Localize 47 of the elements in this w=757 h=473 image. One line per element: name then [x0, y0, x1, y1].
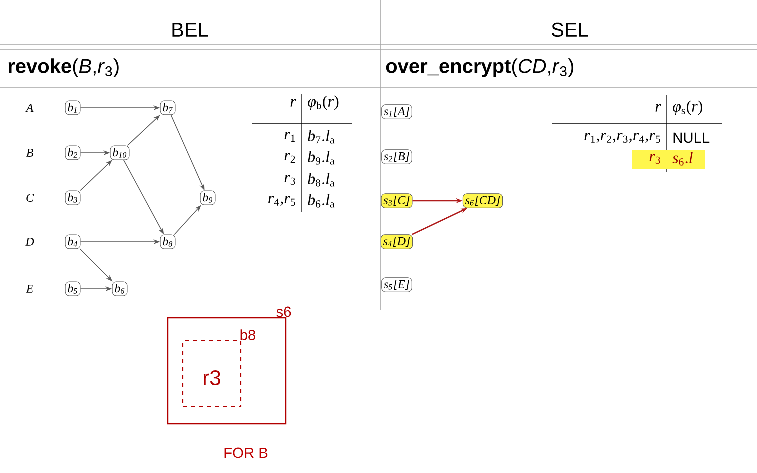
- state-box: b$_{9}$: [200, 190, 216, 206]
- state-box: b$_{4}$: [65, 234, 81, 250]
- state-box: b$_{3}$: [65, 190, 81, 206]
- state-box: b$_{5}$: [65, 282, 81, 296]
- dashed-box: [182, 340, 242, 408]
- state-box: b$_{10}$: [110, 146, 130, 160]
- table-cell: r: [290, 99, 296, 107]
- row-label: C: [26, 194, 34, 202]
- state-box: s$_{5}$[E]: [382, 278, 412, 292]
- table-cell: b$_{6}$.l$_{a}$: [308, 194, 335, 208]
- operation-title: revoke(B,r$_{3}$): [8, 58, 119, 78]
- state-box: b$_{8}$: [160, 234, 176, 250]
- table-cell: r$_{1}$: [284, 132, 296, 142]
- state-box: s$_{3}$[C]: [381, 194, 413, 208]
- table-cell: s$_{6}$.l: [672, 152, 693, 166]
- table-cell: r$_{2}$: [284, 153, 296, 163]
- row-label: D: [26, 238, 34, 246]
- state-box: b$_{1}$: [65, 100, 81, 116]
- row-label: B: [26, 149, 34, 157]
- state-box: s$_{4}$[D]: [380, 234, 414, 250]
- handwritten-label: s6: [276, 306, 292, 318]
- state-box: s$_{2}$[B]: [382, 150, 412, 164]
- row-label: A: [26, 104, 34, 112]
- table-cell: r$_{4}$,r$_{5}$: [268, 196, 296, 206]
- state-box: s$_{6}$[CD]: [462, 194, 504, 208]
- handwritten-label: FOR B: [224, 448, 268, 458]
- table-cell: b$_{9}$.l$_{a}$: [308, 151, 335, 165]
- row-label: E: [26, 285, 34, 293]
- table-cell: r$_{3}$: [650, 154, 660, 164]
- table-cell: r: [656, 104, 662, 112]
- column-heading: BEL: [172, 23, 208, 37]
- handwritten-label: r3: [204, 370, 221, 386]
- hand-drawn-box: [167, 317, 287, 425]
- table-cell: NULL: [674, 132, 710, 144]
- state-box: b$_{7}$: [160, 100, 176, 116]
- table-cell: r$_{3}$: [284, 174, 296, 185]
- table-cell: b$_{7}$.l$_{a}$: [308, 130, 335, 144]
- table-cell: φ$_{s}$(r): [673, 100, 702, 116]
- table-cell: r$_{1}$,r$_{2}$,r$_{3}$,r$_{4}$,r$_{5}$: [584, 132, 660, 143]
- column-heading: SEL: [552, 22, 588, 38]
- table-cell: φ$_{b}$(r): [308, 96, 339, 110]
- state-box: b$_{6}$: [112, 282, 128, 296]
- handwritten-label: b8: [240, 330, 256, 340]
- table-cell: b$_{8}$.l$_{a}$: [308, 173, 335, 187]
- state-box: b$_{2}$: [65, 146, 81, 160]
- operation-title: over_encrypt(CD,r$_{3}$): [386, 58, 574, 78]
- state-box: s$_{1}$[A]: [382, 104, 412, 120]
